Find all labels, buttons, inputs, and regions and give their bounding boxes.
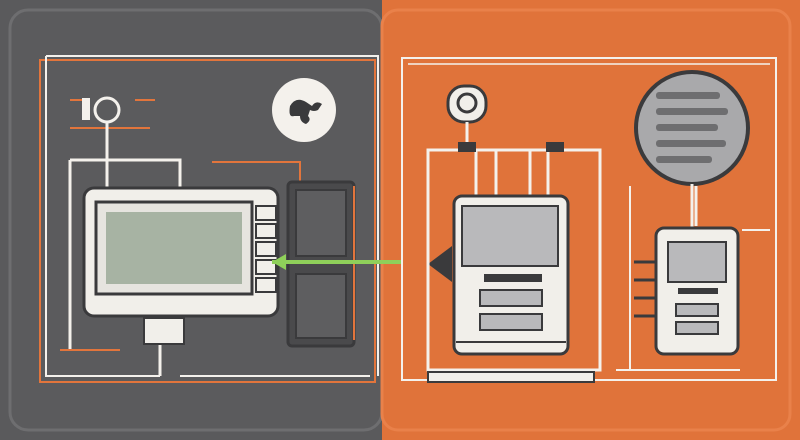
monitor-connector: [143, 317, 185, 345]
left-gauge-icon: [82, 96, 121, 190]
gauge-meter-icon: [446, 84, 564, 152]
monitor-device: [82, 186, 280, 345]
left-frame-lines: [39, 55, 379, 383]
controller-button-2: [479, 313, 543, 331]
right-panel: [382, 0, 800, 440]
wrench-tool-icon: [272, 78, 336, 142]
controller-screen: [461, 205, 559, 267]
terminal-screen: [667, 241, 727, 283]
right-frame-lines: [401, 57, 777, 381]
right-panel-border: [380, 8, 792, 432]
base-strip: [427, 371, 595, 383]
controller-device: [452, 194, 570, 356]
connection-arrow: [272, 246, 452, 282]
terminal-device: [634, 226, 740, 356]
arrow-pointer: [428, 246, 452, 282]
monitor-screen: [106, 212, 242, 284]
controller-button-1: [479, 289, 543, 307]
monitor-side-buttons: [255, 205, 277, 293]
settings-list-icon: [634, 70, 750, 228]
